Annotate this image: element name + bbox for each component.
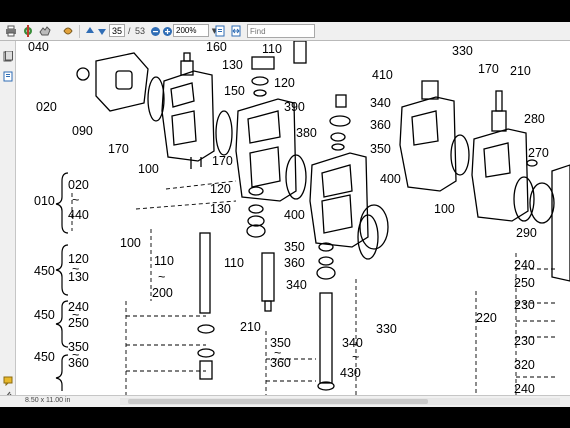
part-label: 130: [68, 270, 89, 284]
part-label: 330: [452, 44, 473, 58]
part-label: 390: [284, 100, 305, 114]
horizontal-scrollbar[interactable]: [120, 398, 560, 405]
part-label: 120: [68, 252, 89, 266]
tilde: ~: [72, 348, 79, 362]
part-label: 450: [34, 350, 55, 364]
part-label: 380: [296, 126, 317, 140]
fit-width-icon[interactable]: [229, 24, 243, 38]
part-label: 220: [476, 311, 497, 325]
part-label: 110: [224, 256, 244, 270]
part-label: 240: [514, 258, 535, 272]
part-label: 100: [434, 202, 455, 216]
sidebar: [0, 41, 16, 400]
page-separator: /: [128, 26, 131, 36]
part-label: 130: [210, 202, 231, 216]
part-label: 100: [120, 236, 141, 250]
part-label: 210: [240, 320, 261, 334]
part-label: 210: [510, 64, 531, 78]
zoom-out-icon[interactable]: [148, 24, 162, 38]
part-label: 230: [514, 298, 535, 312]
part-label: 110: [154, 254, 174, 268]
part-label: 250: [68, 316, 89, 330]
part-label: 340: [370, 96, 391, 110]
tilde: ~: [72, 308, 79, 322]
tilde: ~: [274, 346, 281, 360]
pdf-toolbar: / 53 200% ▼: [0, 22, 570, 41]
part-label: 290: [516, 226, 537, 240]
settings-icon[interactable]: [21, 24, 35, 38]
part-label: 340: [342, 336, 363, 350]
part-label: 330: [376, 322, 397, 336]
hand-tool-icon[interactable]: [38, 24, 52, 38]
part-label: 110: [262, 42, 282, 56]
part-label: 170: [478, 62, 499, 76]
part-label: 400: [380, 172, 401, 186]
document-page: 040 160 110 130 120 150 390 410 340 380 …: [16, 41, 570, 395]
print-icon[interactable]: [4, 24, 18, 38]
bookmarks-icon[interactable]: [3, 67, 13, 82]
bottom-black-band: [0, 407, 570, 428]
page-total: 53: [135, 26, 146, 36]
page-size: 8.50 x 11.00 in: [25, 397, 71, 404]
tilde: ~: [352, 350, 359, 364]
part-label: 430: [340, 366, 361, 380]
part-label: 230: [514, 334, 535, 348]
comment-icon[interactable]: [3, 371, 13, 387]
top-black-band: [0, 0, 570, 22]
part-label: 040: [28, 41, 49, 54]
part-label: 020: [36, 100, 57, 114]
part-label: 400: [284, 208, 305, 222]
part-label: 160: [206, 41, 227, 54]
part-label: 350: [68, 340, 89, 354]
next-page-icon[interactable]: [95, 24, 109, 38]
status-bar: 8.50 x 11.00 in: [0, 395, 570, 407]
scrollbar-thumb[interactable]: [128, 399, 428, 404]
part-label: 010: [34, 194, 55, 208]
fit-page-icon[interactable]: [213, 24, 227, 38]
zoom-in-icon[interactable]: [160, 24, 174, 38]
part-label: 020: [68, 178, 89, 192]
part-label: 350: [370, 142, 391, 156]
exploded-parts-diagram: 040 160 110 130 120 150 390 410 340 380 …: [28, 41, 570, 395]
zoom-field[interactable]: 200%: [173, 24, 209, 37]
part-label: 200: [152, 286, 173, 300]
part-label: 250: [514, 276, 535, 290]
part-label: 120: [274, 76, 295, 90]
part-label: 270: [528, 146, 549, 160]
part-label: 100: [138, 162, 159, 176]
prev-page-icon[interactable]: [83, 24, 97, 38]
tilde: ~: [72, 193, 79, 207]
part-label: 170: [108, 142, 129, 156]
part-label: 360: [270, 356, 291, 370]
part-label: 360: [284, 256, 305, 270]
part-label: 240: [514, 382, 535, 395]
part-label: 360: [68, 356, 89, 370]
part-label: 350: [284, 240, 305, 254]
part-label: 340: [286, 278, 307, 292]
tilde: ~: [158, 270, 165, 284]
part-label: 320: [514, 358, 535, 372]
part-label: 440: [68, 208, 89, 222]
page-number-input[interactable]: [109, 24, 125, 37]
pan-icon[interactable]: [61, 24, 75, 38]
part-label: 150: [224, 84, 245, 98]
find-input[interactable]: [247, 24, 315, 38]
part-label: 450: [34, 308, 55, 322]
part-label: 360: [370, 118, 391, 132]
chevron-down-icon[interactable]: ▼: [211, 26, 218, 35]
pages-icon[interactable]: [3, 47, 13, 62]
part-label: 410: [372, 68, 393, 82]
part-label: 450: [34, 264, 55, 278]
part-label: 090: [72, 124, 93, 138]
part-label: 170: [212, 154, 233, 168]
part-label: 280: [524, 112, 545, 126]
part-label: 350: [270, 336, 291, 350]
part-label: 120: [210, 182, 231, 196]
part-label: 240: [68, 300, 89, 314]
tilde: ~: [72, 262, 79, 276]
part-label: 130: [222, 58, 243, 72]
